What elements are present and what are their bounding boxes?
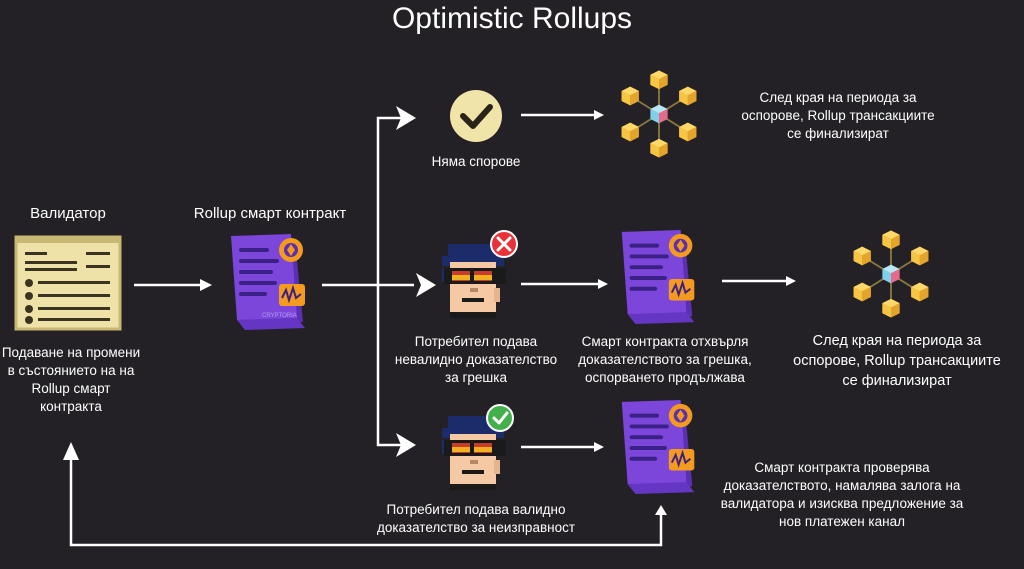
contract-rejects-text: Смарт контракта отхвърля доказателството… <box>578 334 752 385</box>
cube-network-icon <box>622 70 697 157</box>
arrowheads <box>63 106 796 515</box>
validator-label: Валидатор <box>30 205 106 222</box>
contract-verifies-text: Смарт контракта проверява доказателствот… <box>720 460 964 529</box>
document-icon <box>14 235 122 331</box>
error-badge-icon <box>490 230 518 258</box>
rollup-contract-label: Rollup смарт контракт <box>193 205 347 222</box>
finalize-mid-text: След края на периода за оспорове, Rollup… <box>793 333 1001 389</box>
flow-arrows <box>69 113 790 547</box>
validator-submit-text: Подаване на промени в състоянието на на … <box>1 345 141 414</box>
success-badge-icon <box>486 404 514 432</box>
contract-brand: CRYPTORIA <box>262 313 297 319</box>
arrow-feedback-loop <box>69 452 663 547</box>
smart-contract-icon <box>620 228 696 326</box>
smart-contract-icon <box>620 398 696 496</box>
page-title: Optimistic Rollups <box>391 2 633 35</box>
finalize-top-text: След края на периода за оспорове, Rollup… <box>741 90 935 141</box>
cube-network-icon <box>854 230 929 317</box>
no-disputes-label: Няма спорове <box>431 154 521 169</box>
checkmark-icon <box>450 90 502 142</box>
invalid-proof-text: Потребител подава невалидно доказателств… <box>394 334 558 385</box>
arrow-contract-to-branches <box>322 116 414 447</box>
valid-proof-text: Потребител подава валидно доказателство … <box>376 502 576 535</box>
